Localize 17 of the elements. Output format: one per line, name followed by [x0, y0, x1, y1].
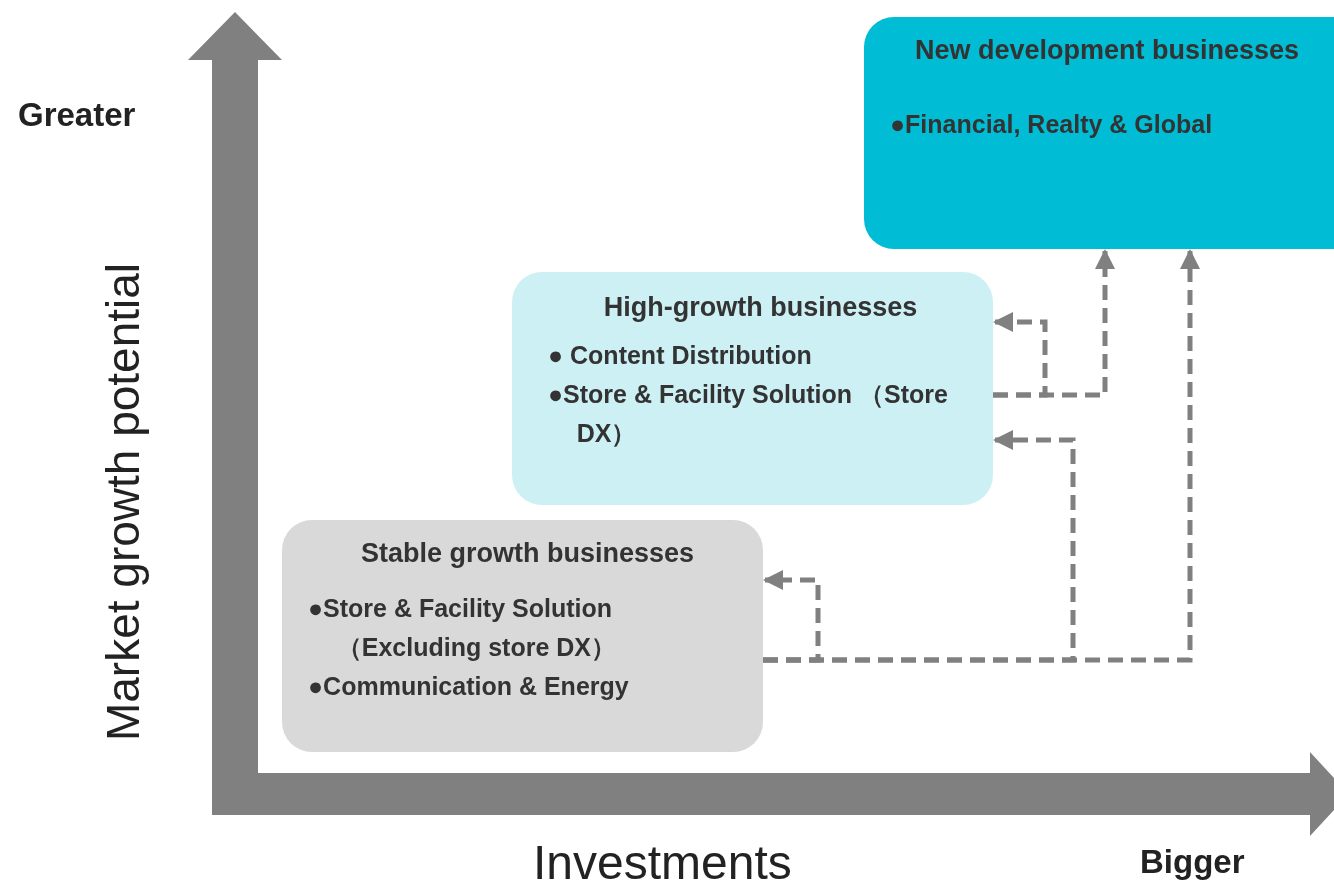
category-box [512, 272, 993, 505]
dashed-arrow [763, 249, 1200, 663]
axis-end-label: Bigger [1140, 843, 1245, 881]
category-box [864, 17, 1334, 249]
bullet-item: ●Store & Facility Solution （Excluding store DX） [308, 593, 617, 663]
dashed-arrow [993, 249, 1115, 398]
bullet-item: ● Content Distribution [548, 340, 813, 371]
bullet-item: ●Financial, Realty & Global [890, 109, 1214, 140]
category-heading: High-growth businesses [602, 291, 919, 324]
bullet-item: ●Communication & Energy [308, 671, 630, 702]
axis-end-label: Greater [18, 96, 136, 134]
category-heading: Stable growth businesses [359, 537, 696, 570]
category-box [282, 520, 763, 752]
category-heading: New development businesses [913, 34, 1301, 67]
bullet-item: ●Store & Facility Solution （Store DX） [548, 379, 949, 449]
axis-title: Investments [533, 835, 792, 890]
axis-title: Market growth potential [96, 262, 150, 742]
